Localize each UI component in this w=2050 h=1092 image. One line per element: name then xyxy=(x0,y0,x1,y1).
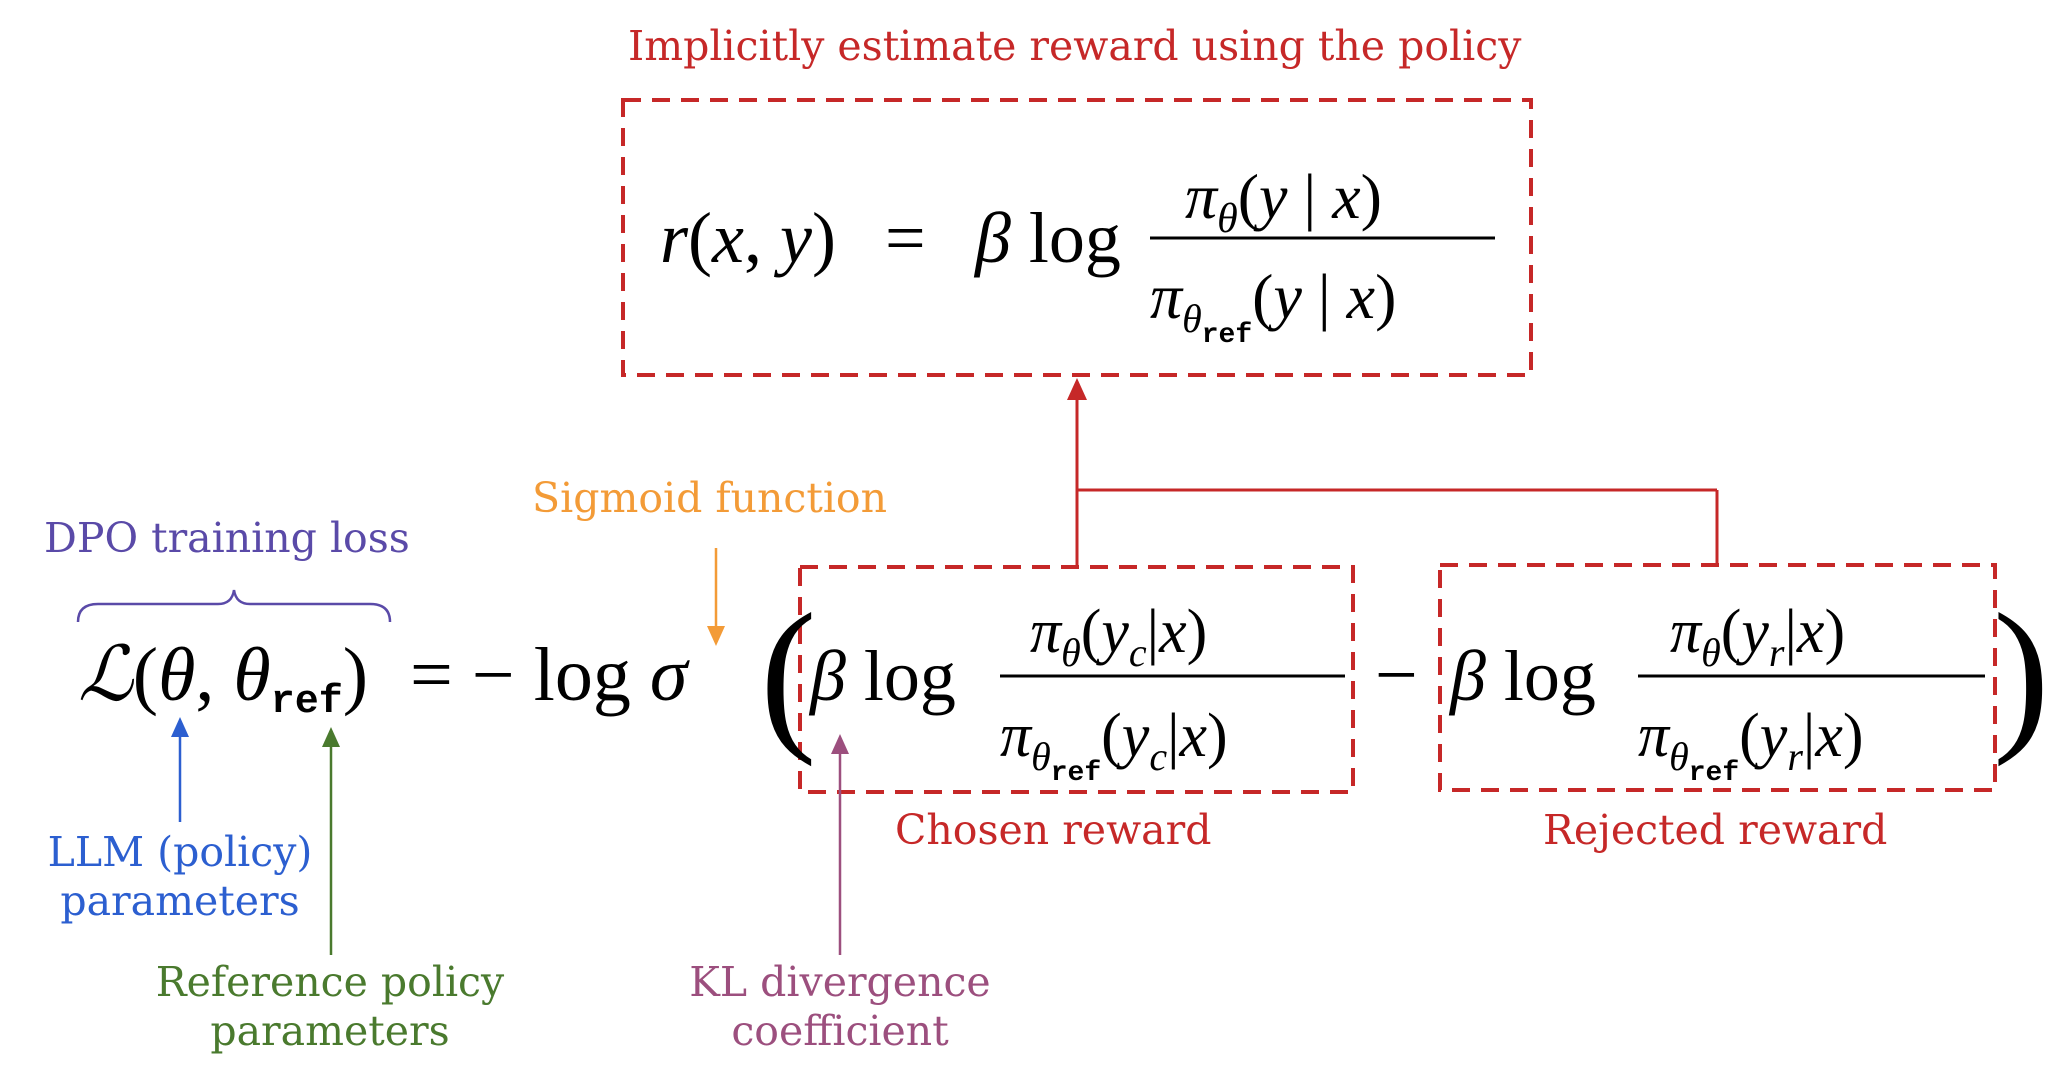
policy-params-line1: LLM (policy) xyxy=(47,828,313,876)
chosen-reward-label: Chosen reward xyxy=(895,806,1212,854)
loss-equation: ℒ(θ, θref) = − log σ ( β log πθ(yc|x) πθ… xyxy=(78,579,2050,789)
reward-connector-arrowhead xyxy=(1067,378,1087,400)
sigmoid-label: Sigmoid function xyxy=(532,474,888,522)
kl-coef-label: KL divergence coefficient xyxy=(660,958,1020,1056)
dpo-loss-brace xyxy=(76,589,392,623)
svg-text:): ) xyxy=(1993,579,2050,767)
policy-params-label: LLM (policy) parameters xyxy=(30,828,330,926)
svg-text:r(x, y): r(x, y) xyxy=(660,198,836,278)
ref-params-label: Reference policy parameters xyxy=(130,958,530,1056)
svg-text:=: = xyxy=(885,198,926,278)
dpo-loss-label: DPO training loss xyxy=(44,514,410,562)
ref-params-line2: parameters xyxy=(210,1007,450,1056)
ref-params-line1: Reference policy xyxy=(155,958,505,1006)
svg-text:= − log σ: = − log σ xyxy=(410,633,690,717)
svg-text:β log: β log xyxy=(808,636,956,716)
reward-formula-box xyxy=(621,98,1533,377)
policy-params-arrowhead xyxy=(171,717,189,737)
svg-text:β log: β log xyxy=(973,198,1121,278)
svg-text:(: ( xyxy=(760,579,817,767)
svg-text:πθref(yr|x): πθref(yr|x) xyxy=(1638,702,1864,789)
reward-title: Implicitly estimate reward using the pol… xyxy=(628,22,1522,70)
svg-text:πθref(yc|x): πθref(yc|x) xyxy=(1000,702,1228,789)
svg-text:β log: β log xyxy=(1448,636,1596,716)
svg-text:πθ(yr|x): πθ(yr|x) xyxy=(1670,598,1845,675)
kl-coef-line2: coefficient xyxy=(731,1007,949,1056)
svg-text:πθ(yc|x): πθ(yc|x) xyxy=(1030,598,1207,675)
kl-coef-arrowhead xyxy=(831,734,849,754)
svg-text:−: − xyxy=(1375,633,1418,717)
policy-params-line2: parameters xyxy=(60,877,300,926)
rejected-reward-label: Rejected reward xyxy=(1543,806,1888,854)
chosen-reward-box xyxy=(798,565,1355,794)
ref-params-arrowhead xyxy=(322,727,340,747)
kl-coef-line1: KL divergence xyxy=(689,958,991,1006)
reward-equation: r(x, y) = β log πθ(y | x) πθref(y | x) xyxy=(660,161,1495,351)
reward-connector xyxy=(1075,395,1719,565)
svg-text:ℒ(θ, θref): ℒ(θ, θref) xyxy=(78,633,368,725)
svg-text:πθref(y | x): πθref(y | x) xyxy=(1150,261,1396,351)
svg-text:πθ(y | x): πθ(y | x) xyxy=(1185,161,1382,242)
sigmoid-arrowhead xyxy=(707,626,725,646)
